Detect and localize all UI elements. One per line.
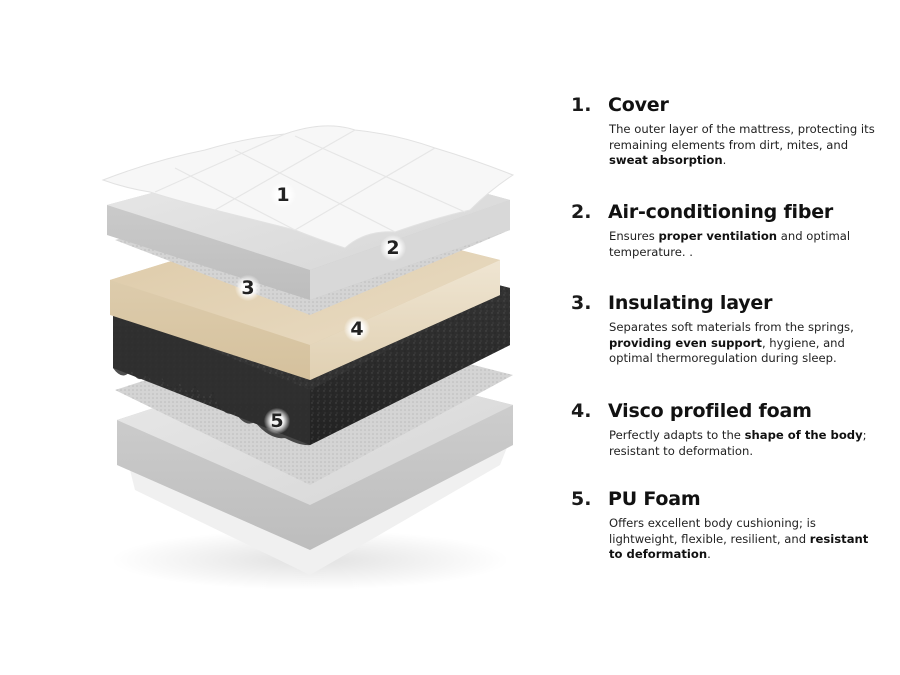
- mattress-layers-illustration: 1 2 3 4 5: [95, 120, 525, 590]
- legend-number: 2.: [571, 201, 592, 223]
- layer-marker-1: 1: [270, 182, 296, 208]
- layer-marker-5: 5: [264, 408, 290, 434]
- mattress-layers-graphic: [101, 125, 515, 590]
- legend-description: Offers excellent body cushioning; is lig…: [609, 516, 869, 561]
- legend-description: Perfectly adapts to the shape of the bod…: [609, 428, 867, 458]
- legend-title: Air-conditioning fiber: [608, 201, 834, 223]
- legend-description: Separates soft materials from the spring…: [609, 320, 854, 365]
- legend-number: 1.: [571, 94, 592, 116]
- legend-title: Visco profiled foam: [608, 400, 812, 422]
- legend-description: Ensures proper ventilation and optimal t…: [609, 229, 851, 259]
- legend-description: The outer layer of the mattress, protect…: [609, 122, 875, 167]
- legend-title: Insulating layer: [608, 292, 773, 314]
- legend-number: 3.: [571, 292, 592, 314]
- layer-marker-4: 4: [344, 316, 370, 342]
- layer-marker-3: 3: [235, 275, 261, 301]
- legend-number: 4.: [571, 400, 592, 422]
- legend-title: Cover: [608, 94, 669, 116]
- layer-marker-2: 2: [380, 235, 406, 261]
- legend-number: 5.: [571, 488, 592, 510]
- legend-title: PU Foam: [608, 488, 701, 510]
